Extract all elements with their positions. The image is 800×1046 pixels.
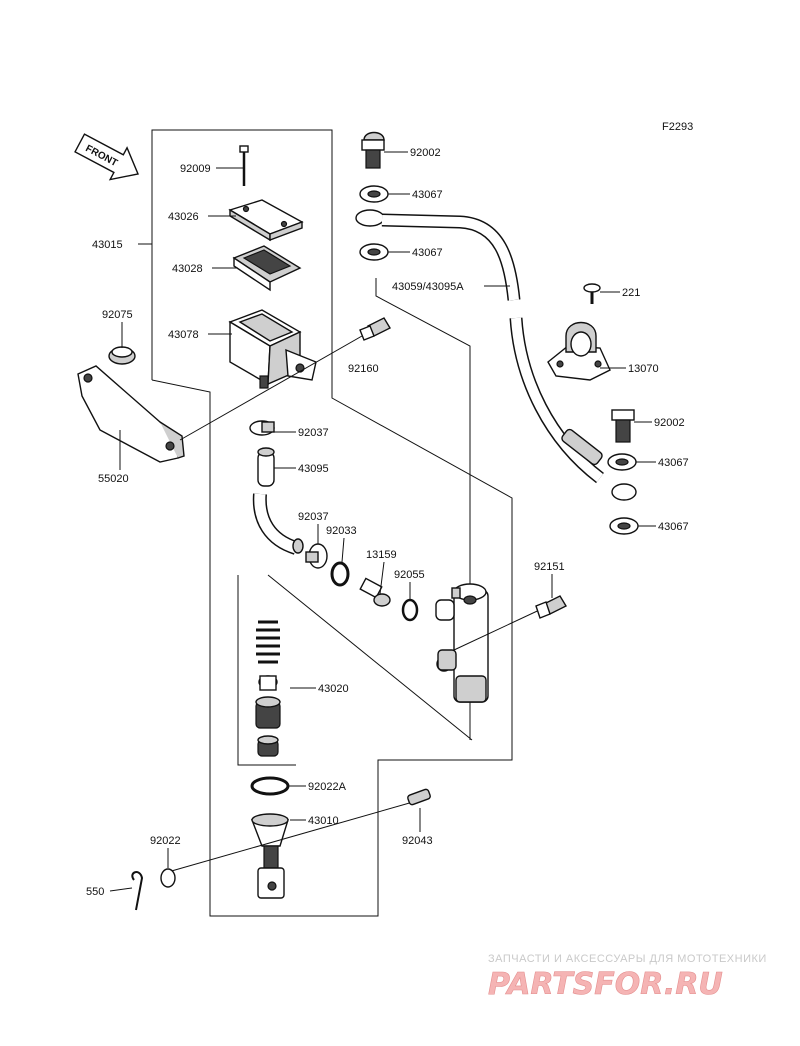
banjo-bolt-upper [361, 131, 385, 169]
callout-92055: 92055 [394, 569, 425, 581]
cylinder-bolt [453, 595, 567, 651]
diaphragm [232, 245, 302, 292]
callout-43067-upper-1: 43067 [412, 189, 443, 201]
reservoir-hose [252, 447, 304, 555]
callout-43028: 43028 [172, 263, 203, 275]
callout-43095: 43095 [298, 463, 329, 475]
callout-92037-upper: 92037 [298, 427, 329, 439]
hose-fitting [359, 577, 391, 607]
callout-43026: 43026 [168, 211, 199, 223]
watermark: ЗАПЧАСТИ И АКСЕССУАРЫ ДЛЯ МОТОТЕХНИКИ PA… [488, 953, 767, 1002]
reservoir-cap [228, 199, 304, 242]
screw-221 [583, 283, 601, 304]
callout-92002-upper: 92002 [410, 147, 441, 159]
o-ring-92033 [330, 561, 350, 587]
front-arrow-icon: FRONT [74, 133, 139, 181]
reservoir-body [228, 309, 317, 389]
clevis-pin [167, 788, 431, 873]
banjo-bolt-lower [611, 409, 635, 443]
callout-55020: 55020 [98, 473, 129, 485]
copper-washer-lower-2 [609, 517, 639, 535]
callout-92151: 92151 [534, 561, 565, 573]
cotter-pin [131, 871, 144, 911]
grommet [108, 346, 136, 365]
hose-clamp-upper [249, 420, 275, 436]
figure-code: F2293 [662, 121, 693, 133]
leader-lines [109, 151, 656, 892]
callout-92022a: 92022A [308, 781, 347, 793]
watermark-tagline: ЗАПЧАСТИ И АКСЕССУАРЫ ДЛЯ МОТОТЕХНИКИ [488, 953, 767, 965]
callout-92043: 92043 [402, 835, 433, 847]
watermark-brand: PARTSFOR.RU [488, 967, 723, 1002]
push-rod [250, 813, 289, 899]
master-cylinder-body [435, 583, 489, 703]
callout-13159: 13159 [366, 549, 397, 561]
brake-hose [355, 209, 637, 501]
callout-43067-upper-2: 43067 [412, 247, 443, 259]
circlip-92022a [250, 776, 290, 796]
callout-92033: 92033 [326, 525, 357, 537]
callout-92009: 92009 [180, 163, 211, 175]
callout-92037-lower: 92037 [298, 511, 329, 523]
callout-43059-43095a: 43059/43095A [392, 281, 464, 293]
cap-screw [239, 145, 249, 186]
callout-43067-lower-1: 43067 [658, 457, 689, 469]
callout-92075: 92075 [102, 309, 133, 321]
callout-43078: 43078 [168, 329, 199, 341]
copper-washer-upper-1 [359, 185, 389, 203]
callout-92022: 92022 [150, 835, 181, 847]
hose-guide-clamp [547, 321, 611, 381]
washer-92022 [160, 868, 176, 888]
callout-550: 550 [86, 886, 104, 898]
hose-clamp-lower [305, 543, 328, 569]
piston-kit [255, 620, 281, 757]
mounting-bolt [179, 317, 391, 441]
callout-43020: 43020 [318, 683, 349, 695]
callout-43067-lower-2: 43067 [658, 521, 689, 533]
mounting-bracket [77, 365, 185, 463]
copper-washer-lower-1 [607, 453, 637, 471]
callout-221: 221 [622, 287, 640, 299]
o-ring-92055 [401, 598, 419, 622]
callout-labels: 92009 43026 43028 43015 92075 43078 5502… [86, 147, 689, 898]
group-frame [138, 129, 513, 917]
callout-43015: 43015 [92, 239, 123, 251]
callout-43010: 43010 [308, 815, 339, 827]
callout-13070: 13070 [628, 363, 659, 375]
callout-92002-lower: 92002 [654, 417, 685, 429]
copper-washer-upper-2 [359, 243, 389, 261]
callout-92160: 92160 [348, 363, 379, 375]
